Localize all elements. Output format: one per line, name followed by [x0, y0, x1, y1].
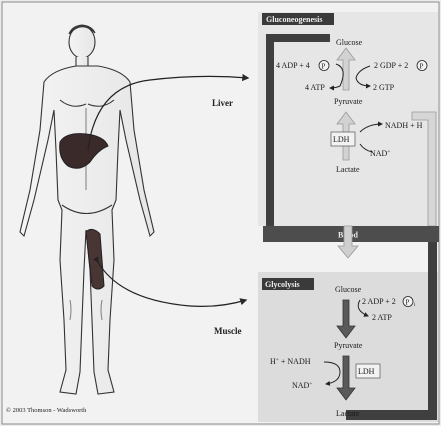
gly-p: P [406, 299, 410, 307]
gly-pyruvate: Pyruvate [334, 341, 363, 350]
gluconeogenesis-title: Gluconeogenesis [266, 15, 322, 24]
gng-ldh: LDH [333, 135, 350, 144]
gng-p-right: P [420, 63, 424, 71]
gng-glucose: Glucose [336, 38, 363, 47]
gng-p-left: P [322, 63, 326, 71]
gng-lactate: Lactate [336, 165, 360, 174]
gly-lactate: Lactate [336, 409, 360, 418]
gly-adp: 2 ADP + 2 [362, 297, 396, 306]
gng-gtp: 2 GTP [373, 83, 395, 92]
gng-pyruvate: Pyruvate [334, 97, 363, 106]
gng-atp: 4 ATP [305, 83, 325, 92]
copyright-text: © 2003 Thomson - Wadsworth [6, 407, 87, 414]
gng-gdp: 2 GDP + 2 [374, 61, 408, 70]
liver-label: Liver [212, 98, 233, 108]
gly-glucose: Glucose [335, 285, 362, 294]
muscle-label: Muscle [214, 326, 242, 336]
glycolysis-title: Glycolysis [265, 280, 300, 289]
gng-adp: 4 ADP + 4 [276, 61, 310, 70]
gng-nadh: NADH + H [385, 121, 423, 130]
gly-ldh: LDH [358, 367, 375, 376]
gly-atp: 2 ATP [372, 313, 392, 322]
